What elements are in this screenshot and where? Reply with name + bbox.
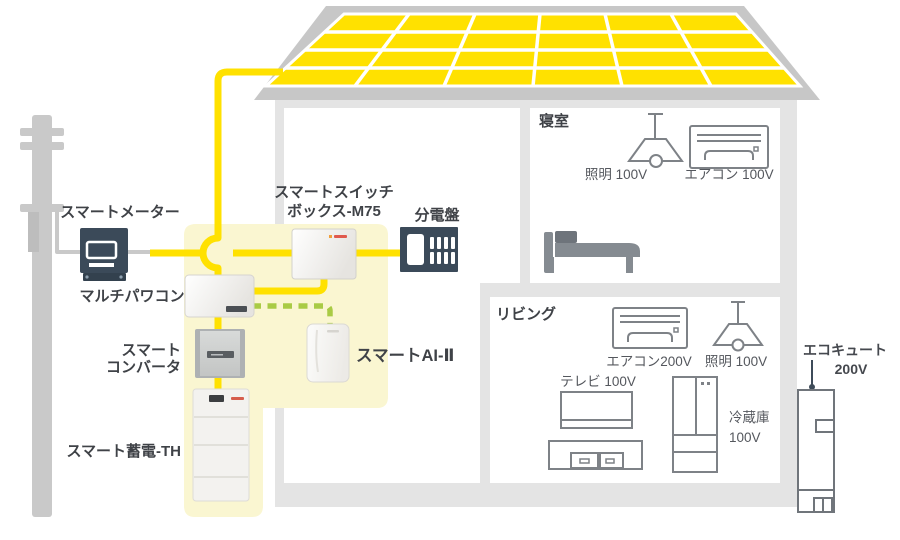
bedroom-label: 寝室 [539,112,569,130]
smart-meter-label: スマートメーター [60,204,180,221]
living-light-icon [712,301,764,352]
fridge-icon [672,376,718,473]
bedroom-light-icon [627,113,684,168]
fridge-label-line2: 100V [729,430,761,445]
living-label: リビング [496,305,556,323]
solar-panel [262,12,804,88]
switch-box-logo [334,235,347,238]
living-light-label: 照明 100V [705,354,767,369]
ecocute-label-line2: 200V [835,361,868,377]
bedroom-light-label: 照明 100V [585,167,647,182]
smart-ai-label: スマートAI-Ⅱ [356,347,454,365]
multi-power-conditioner-label: マルチパワコン [79,288,184,305]
distribution-board-label: 分電盤 [414,206,460,224]
wire-solar-to-battery-chain [199,68,283,392]
smart-converter-device [195,329,245,378]
tv-label: テレビ 100V [560,374,636,389]
tv-icon [548,391,643,470]
smart-battery-label: スマート蓄電-TH [66,442,181,460]
bedroom-aircon-icon [689,125,769,169]
distribution-board-device [400,227,458,272]
smart-converter-label-line2: コンバータ [106,359,181,376]
ecocute-label-line1: エコキュート [803,342,887,358]
multi-power-conditioner-device [184,274,255,318]
living-aircon-icon [612,307,688,349]
fridge-label-line1: 冷蔵庫 [729,410,770,425]
living-aircon-label: エアコン200V [606,354,692,369]
smart-converter-label-line1: スマート [121,342,181,359]
smart-ai-device [306,323,350,383]
wire-pawakon-to-switchbox [250,273,328,295]
bedroom-aircon-label: エアコン 100V [684,167,773,182]
utility-pole [20,115,150,517]
switch-box-label-line1: スマートスイッチ [274,184,394,201]
switch-box-label-line2: ボックス-M75 [287,203,381,220]
smart-meter-device [80,228,128,281]
bed-icon [544,231,640,273]
smart-switch-box-device [291,228,357,280]
signal-pawakon-to-ai [252,303,333,327]
ecocute-pointer-dot [809,384,815,390]
smart-battery-device [192,388,250,502]
ecocute-unit [797,360,835,513]
battery-logo [231,397,244,400]
